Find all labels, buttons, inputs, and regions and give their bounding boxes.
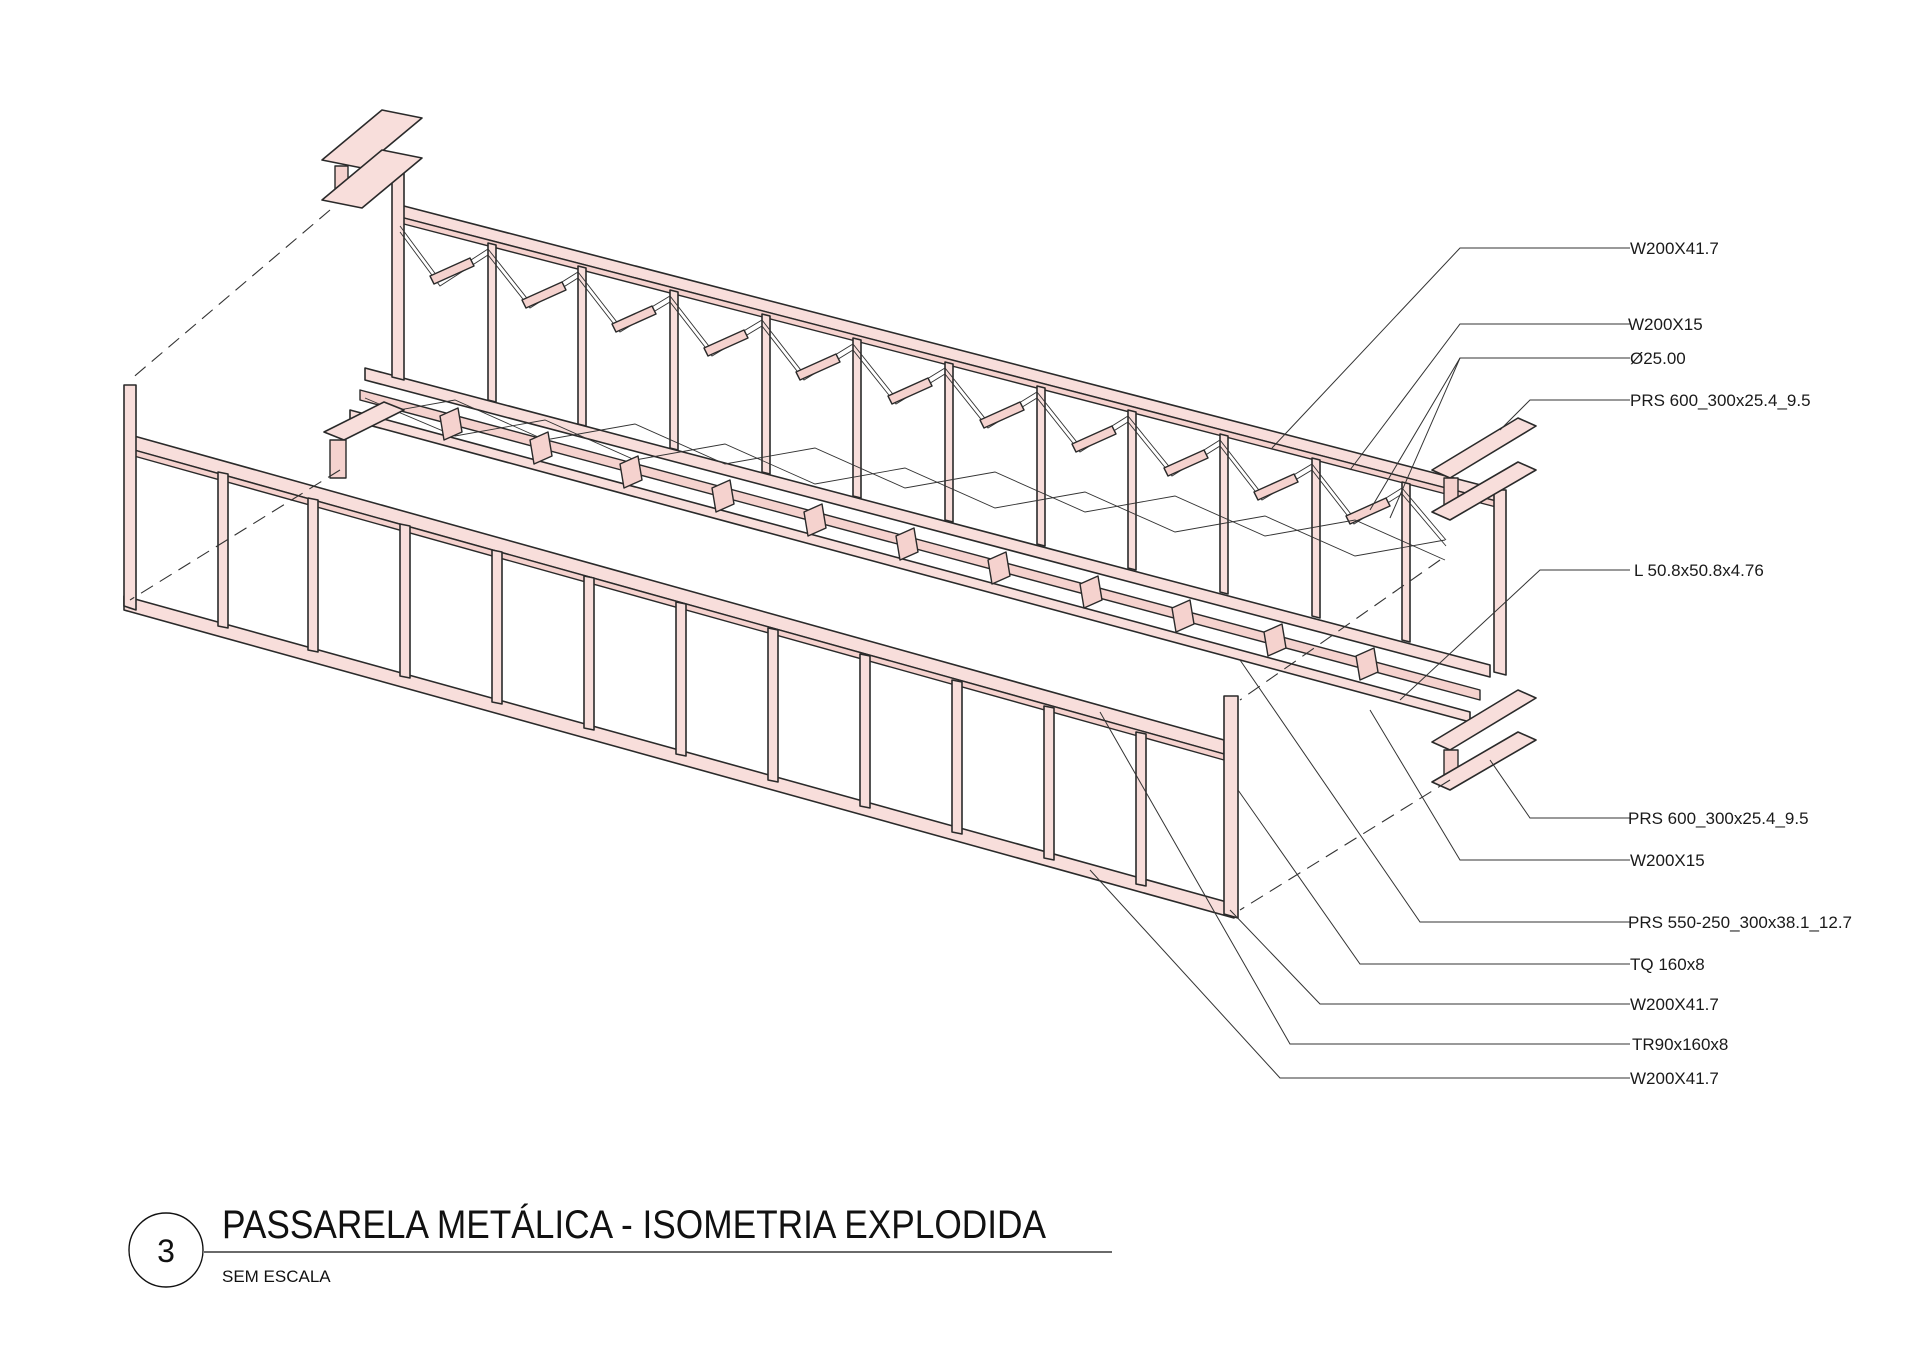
near-frame-posts	[123, 384, 1239, 919]
callout-label: W200X41.7	[1630, 1069, 1719, 1088]
near-frame	[123, 384, 1239, 919]
left-support-top	[321, 109, 423, 209]
callout-label: PRS 550-250_300x38.1_12.7	[1628, 913, 1852, 932]
callout-label: PRS 600_300x25.4_9.5	[1628, 809, 1809, 828]
callout-label: Ø25.00	[1630, 349, 1686, 368]
leader-lines	[1089, 247, 1630, 1079]
callout-label: TR90x160x8	[1632, 1035, 1728, 1054]
callout-label: W200X15	[1628, 315, 1703, 334]
deck-crossbeams	[439, 407, 1379, 681]
far-truss	[364, 169, 1507, 678]
left-support-bottom	[323, 401, 405, 479]
explode-lines	[129, 209, 1451, 911]
right-support-bottom	[1431, 689, 1537, 791]
callout-label: PRS 600_300x25.4_9.5	[1630, 391, 1811, 410]
drawing-number: 3	[157, 1233, 175, 1269]
callout-label: W200X41.7	[1630, 239, 1719, 258]
drawing-title: PASSARELA METÁLICA - ISOMETRIA EXPLODIDA	[222, 1202, 1046, 1247]
callout-labels: W200X41.7 W200X15 Ø25.00 PRS 600_300x25.…	[1628, 239, 1852, 1088]
deck-bracing	[349, 389, 1481, 723]
title-block: 3 PASSARELA METÁLICA - ISOMETRIA EXPLODI…	[128, 1202, 1112, 1288]
callout-label: L 50.8x50.8x4.76	[1634, 561, 1764, 580]
far-truss-ties	[429, 257, 1391, 525]
right-support-top	[1431, 417, 1537, 521]
scale-note: SEM ESCALA	[222, 1267, 331, 1286]
callout-label: W200X15	[1630, 851, 1705, 870]
drawing-number-circle	[128, 1212, 204, 1288]
callout-label: TQ 160x8	[1630, 955, 1705, 974]
callout-label: W200X41.7	[1630, 995, 1719, 1014]
